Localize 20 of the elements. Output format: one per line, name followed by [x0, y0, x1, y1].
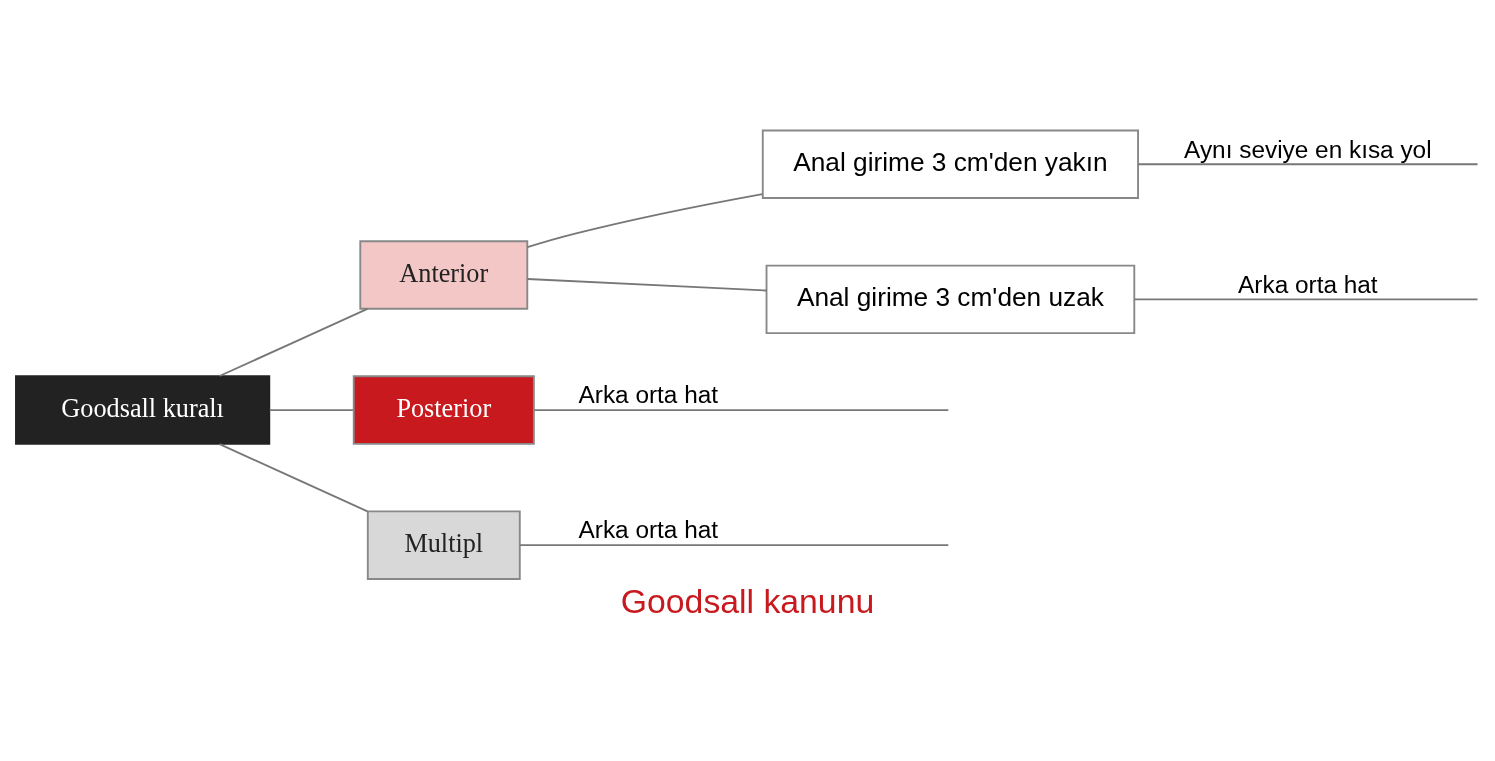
node-box: Anal girime 3 cm'den yakın [761, 129, 1139, 199]
connector [526, 192, 764, 248]
node-box: Posterior [352, 374, 535, 445]
connector [1133, 297, 1479, 300]
caption: Goodsall kanunu [620, 581, 875, 620]
edge-label: Aynı seviye en kısa yol [1184, 135, 1432, 163]
edge-label: Arka orta hat [1238, 270, 1378, 298]
edge-label: Arka orta hat [578, 515, 719, 543]
node-box: Anterior [359, 239, 529, 310]
node-box: Goodsall kuralı [15, 374, 271, 445]
connector [1137, 162, 1479, 165]
connector [518, 543, 950, 546]
connector [268, 408, 354, 411]
node-box: Multipl [366, 509, 521, 580]
edge-label: Arka orta hat [578, 380, 719, 408]
connector [218, 442, 369, 512]
connector [526, 277, 768, 291]
connector [533, 408, 950, 411]
node-box: Anal girime 3 cm'den uzak [765, 264, 1136, 334]
connector [218, 307, 369, 377]
